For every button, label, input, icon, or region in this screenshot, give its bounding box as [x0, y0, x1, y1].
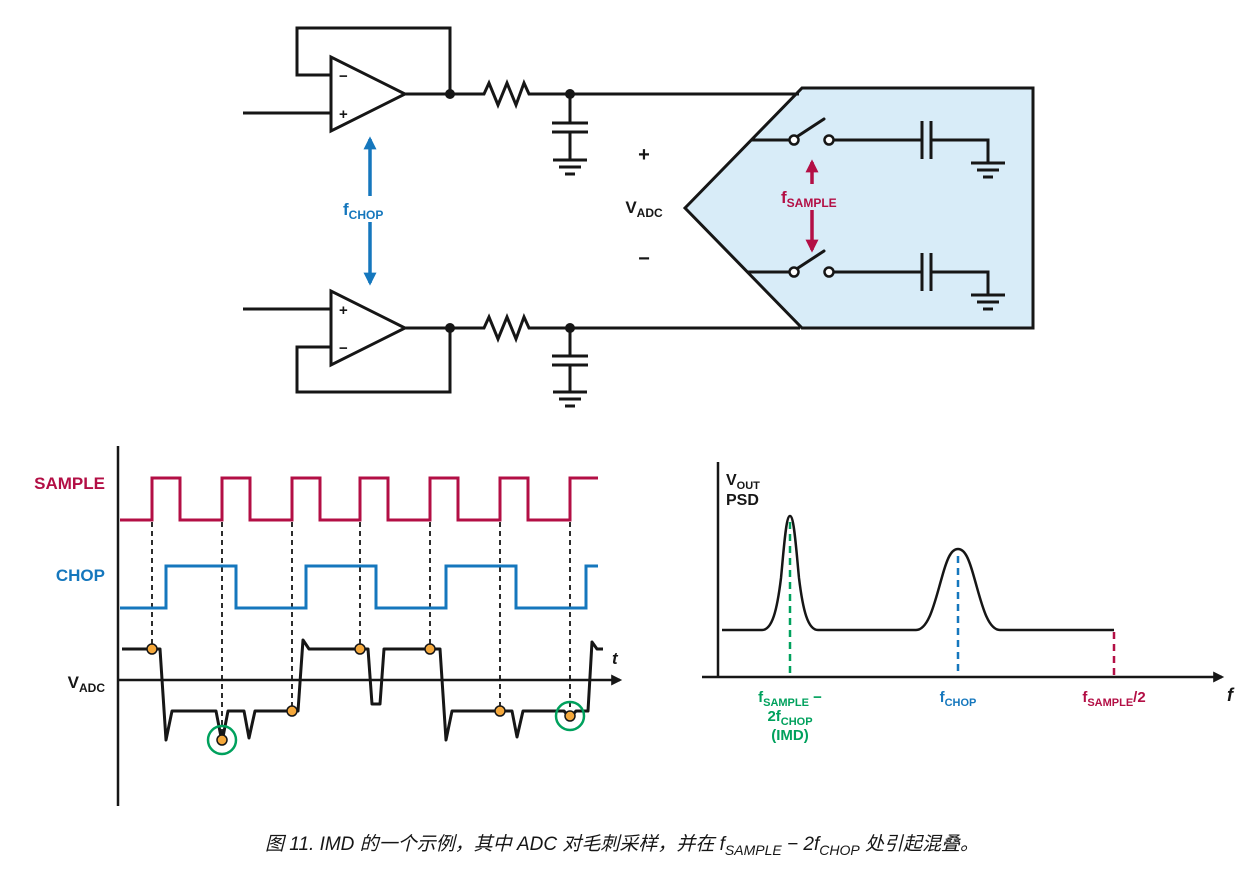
sample-dot [216, 734, 228, 746]
svg-text:(IMD): (IMD) [771, 727, 809, 744]
sampling-instant-lines [151, 522, 571, 740]
figure-caption: 图 11. IMD 的一个示例，其中 ADC 对毛刺采样，并在 fSAMPLE … [265, 833, 979, 858]
ground-symbol [553, 158, 587, 176]
label-backing [776, 184, 854, 210]
sampled-points [146, 643, 576, 746]
ground-symbol [971, 161, 1005, 179]
sample-dot [564, 710, 576, 722]
psd-plot: VOUT PSD f fSAMPLE − 2fCHOP (IMD) fCHOP … [702, 462, 1235, 744]
junction-dot [445, 323, 455, 333]
time-axis-label: t [612, 649, 619, 668]
sample-frequency-marker: fSAMPLE [776, 159, 854, 253]
svg-text:2fCHOP: 2fCHOP [767, 708, 812, 728]
adc-plus-label: + [638, 144, 650, 166]
opamp-top-plus-pin: + [339, 106, 348, 123]
feedback-loop-top [295, 26, 452, 94]
opamp-bottom-minus-pin: − [339, 340, 348, 357]
buffer-amp-bottom: + − [243, 288, 478, 394]
opamp-top-minus-pin: − [339, 68, 348, 85]
switch-lever [796, 117, 826, 138]
sample-dot [146, 643, 158, 655]
switch-contact [788, 134, 800, 146]
psd-y-label-vout: VOUT [726, 472, 760, 492]
opamp-triangle-bottom [329, 288, 409, 368]
svg-text:fSAMPLE −: fSAMPLE − [758, 689, 822, 709]
ground-symbol [553, 390, 587, 408]
adc-input-labels: + VADC − [625, 144, 663, 270]
ground-symbol [971, 293, 1005, 311]
chop-row-label: CHOP [56, 566, 105, 585]
sample-row-label: SAMPLE [34, 474, 105, 493]
adc-block [682, 86, 1035, 330]
imd-frequency-label: fSAMPLE − 2fCHOP (IMD) [758, 689, 822, 744]
cap-to-ground-wire [931, 138, 990, 163]
feedback-loop-bottom [295, 328, 452, 394]
fs2-frequency-label: fSAMPLE/2 [1082, 689, 1145, 709]
rc-filter-top [478, 79, 799, 176]
sampling-branch-top [751, 117, 1005, 179]
opamp-bottom-plus-pin: + [339, 302, 348, 319]
switch-lever [796, 249, 826, 270]
glitch-highlight-circle [554, 700, 586, 732]
sample-dot [354, 643, 366, 655]
v-adc-label: VADC [625, 198, 663, 220]
chop-frequency-marker: fCHOP [336, 136, 406, 286]
switch-contact [788, 266, 800, 278]
vadc-row-label: VADC [68, 673, 106, 695]
circuit-diagram: − + + − [243, 26, 1035, 408]
psd-y-label-psd: PSD [726, 492, 759, 509]
sample-dot [424, 643, 436, 655]
adc-minus-label: − [638, 248, 650, 270]
rc-filter-bottom [478, 313, 800, 408]
f-sample-label: fSAMPLE [781, 188, 837, 210]
f-chop-label: fCHOP [343, 200, 383, 222]
timing-diagram: t SAMPLE CHOP VADC [34, 446, 623, 806]
psd-x-label: f [1227, 685, 1235, 705]
sample-dot [494, 705, 506, 717]
cap-to-ground-wire [931, 270, 990, 295]
chop-waveform [120, 564, 598, 610]
buffer-amp-top: − + [243, 26, 478, 134]
sample-waveform [120, 476, 598, 522]
resistor-top [478, 79, 534, 110]
sample-dot [286, 705, 298, 717]
label-backing [336, 196, 406, 222]
junction-dot [445, 89, 455, 99]
sampling-branch-bottom [747, 249, 1005, 311]
opamp-triangle-top [329, 54, 409, 134]
psd-curve [722, 514, 1114, 632]
glitch-highlight-circle [206, 724, 238, 756]
switch-contact [823, 266, 835, 278]
fchop-frequency-label: fCHOP [940, 689, 977, 709]
switch-contact [823, 134, 835, 146]
resistor-bottom [478, 313, 534, 344]
